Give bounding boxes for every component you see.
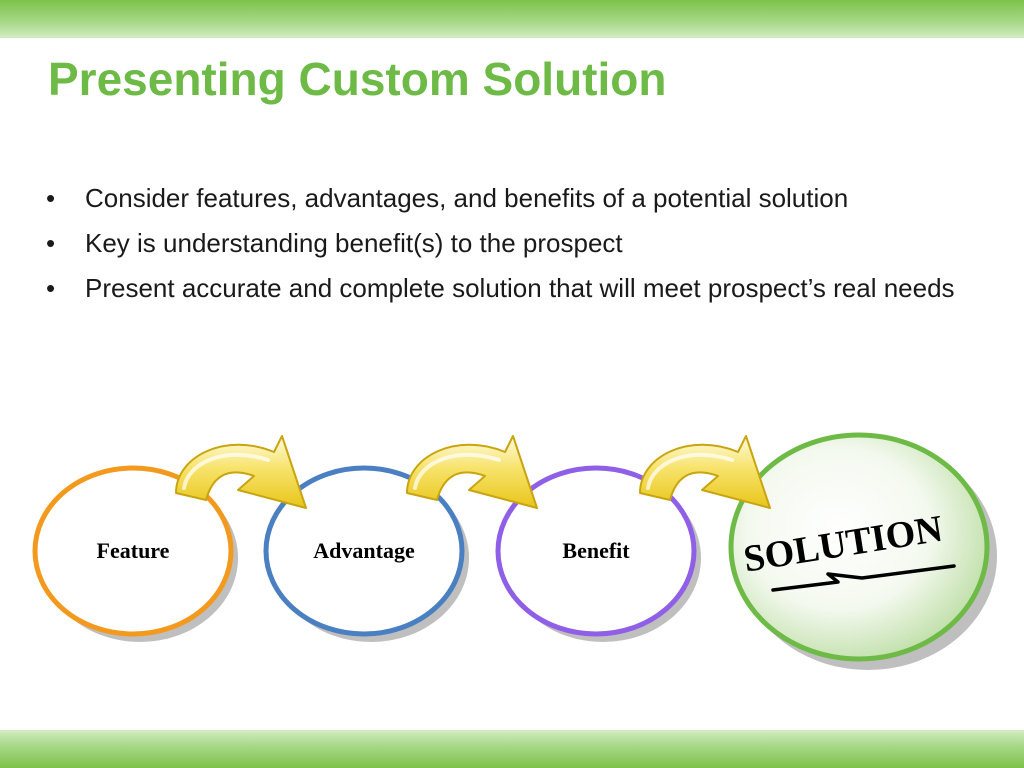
bullet-item: • Present accurate and complete solution… [46, 270, 996, 307]
solution-circle [731, 435, 987, 659]
feature-label: Feature [97, 538, 170, 563]
benefit-label: Benefit [562, 538, 630, 563]
advantage-node: Advantage [263, 465, 469, 642]
advantage-ring [263, 465, 465, 637]
curved-arrow-icon [405, 434, 539, 510]
advantage-circle [266, 468, 462, 634]
curved-arrow-icon [174, 434, 308, 510]
bullet-text: Key is understanding benefit(s) to the p… [85, 228, 623, 258]
zigzag-underline [771, 564, 956, 592]
bullet-item: • Key is understanding benefit(s) to the… [46, 225, 996, 262]
bullet-glyph: • [46, 183, 56, 213]
solution-node: SOLUTION [728, 432, 997, 670]
benefit-circle [498, 468, 694, 634]
slide-title: Presenting Custom Solution [48, 53, 667, 105]
bottom-green-band [0, 730, 1024, 768]
solution-ring [728, 432, 990, 662]
bullet-text: Consider features, advantages, and benef… [85, 183, 849, 213]
bullet-text: Present accurate and complete solution t… [85, 273, 955, 303]
benefit-node: Benefit [495, 465, 701, 642]
feature-circle [35, 468, 231, 634]
feature-ring [32, 465, 234, 637]
top-green-band [0, 0, 1024, 38]
bullet-list: • Consider features, advantages, and ben… [46, 180, 996, 315]
curved-arrow-icon [638, 434, 772, 510]
bullet-glyph: • [46, 228, 56, 258]
advantage-label: Advantage [313, 538, 415, 563]
bullet-glyph: • [46, 273, 56, 303]
benefit-ring [495, 465, 697, 637]
bullet-item: • Consider features, advantages, and ben… [46, 180, 996, 217]
feature-node: Feature [32, 465, 238, 642]
